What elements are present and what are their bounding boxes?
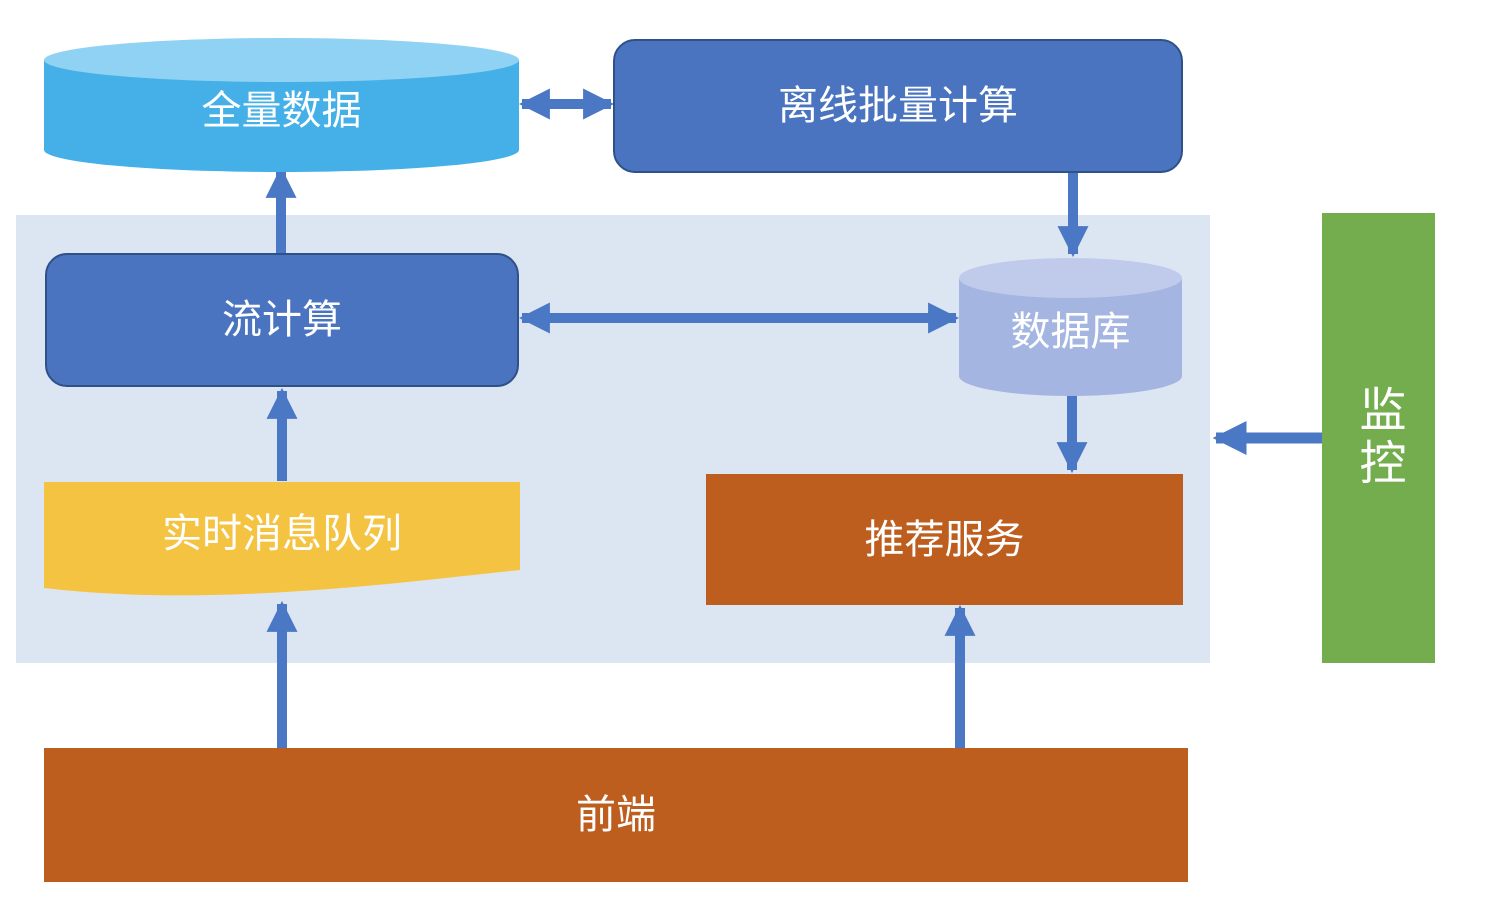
node-recommend-service: 推荐服务 <box>706 474 1183 605</box>
node-database: 数据库 <box>959 258 1182 396</box>
node-frontend-label: 前端 <box>576 793 656 837</box>
node-stream-compute: 流计算 <box>45 253 519 387</box>
node-database-label: 数据库 <box>1010 310 1131 354</box>
node-stream-compute-label: 流计算 <box>222 298 342 342</box>
node-full-data-label: 全量数据 <box>201 89 362 133</box>
node-realtime-queue-label: 实时消息队列 <box>162 512 402 556</box>
wave-shape <box>44 482 520 596</box>
cylinder-shape <box>44 38 519 172</box>
node-full-data: 全量数据 <box>44 38 519 172</box>
node-monitor-label: 监控 <box>1352 385 1406 491</box>
cylinder-shape <box>959 258 1182 396</box>
node-realtime-queue: 实时消息队列 <box>44 482 520 608</box>
node-offline-batch: 离线批量计算 <box>613 39 1183 173</box>
node-recommend-service-label: 推荐服务 <box>864 517 1025 562</box>
node-frontend: 前端 <box>44 748 1188 882</box>
node-monitor: 监控 <box>1322 213 1435 663</box>
node-offline-batch-label: 离线批量计算 <box>778 84 1018 128</box>
